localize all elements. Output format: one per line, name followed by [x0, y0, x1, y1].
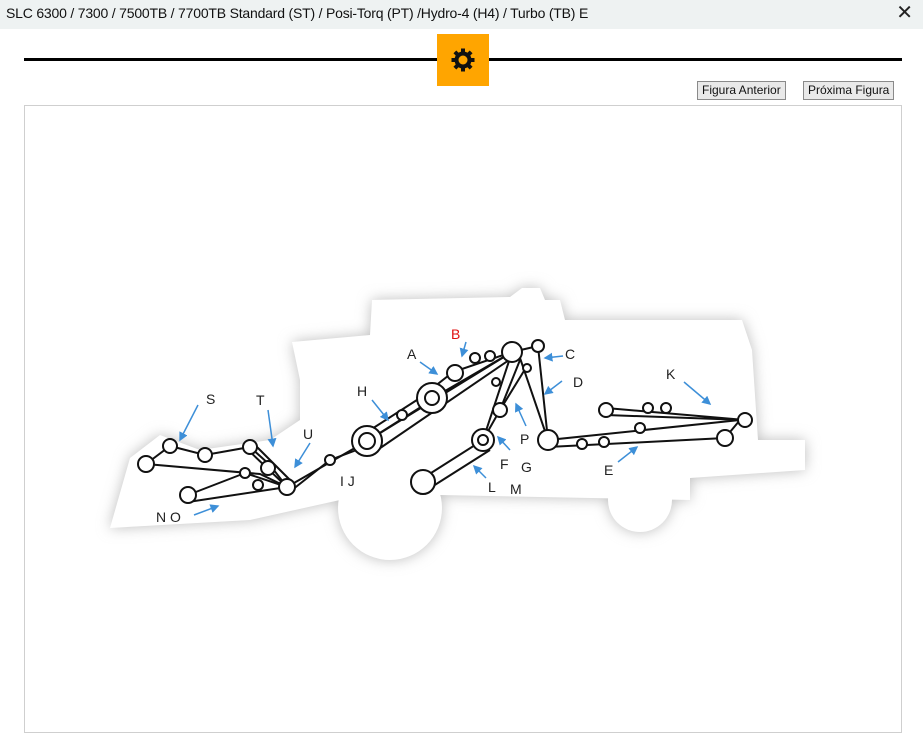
gear-icon — [451, 48, 475, 72]
label-M[interactable]: M — [510, 481, 522, 497]
label-U[interactable]: U — [303, 426, 313, 442]
window-title: SLC 6300 / 7300 / 7500TB / 7700TB Standa… — [6, 5, 589, 21]
close-icon[interactable]: ✕ — [896, 2, 913, 24]
label-NO[interactable]: N O — [156, 509, 181, 525]
label-IJ[interactable]: I J — [340, 473, 355, 489]
label-G[interactable]: G — [521, 459, 532, 475]
label-D[interactable]: D — [573, 374, 583, 390]
callout-arrows — [179, 341, 712, 516]
title-bar: SLC 6300 / 7300 / 7500TB / 7700TB Standa… — [0, 0, 923, 29]
label-C[interactable]: C — [565, 346, 575, 362]
pulleys — [137, 339, 753, 504]
label-S[interactable]: S — [206, 391, 215, 407]
combine-silhouette — [110, 288, 805, 560]
label-F[interactable]: F — [500, 456, 509, 472]
label-H[interactable]: H — [357, 383, 367, 399]
diagram-frame — [24, 105, 902, 733]
part-labels: S T U H A B C D K P F G E L M I J N O — [156, 326, 676, 525]
label-T[interactable]: T — [256, 392, 265, 408]
label-E[interactable]: E — [604, 462, 613, 478]
previous-figure-button[interactable]: Figura Anterior — [697, 81, 786, 100]
next-figure-button[interactable]: Próxima Figura — [803, 81, 895, 100]
label-A[interactable]: A — [407, 346, 417, 362]
label-K[interactable]: K — [666, 366, 676, 382]
label-L[interactable]: L — [488, 479, 496, 495]
label-B[interactable]: B — [451, 326, 460, 342]
settings-button[interactable] — [437, 34, 489, 86]
label-P[interactable]: P — [520, 431, 529, 447]
